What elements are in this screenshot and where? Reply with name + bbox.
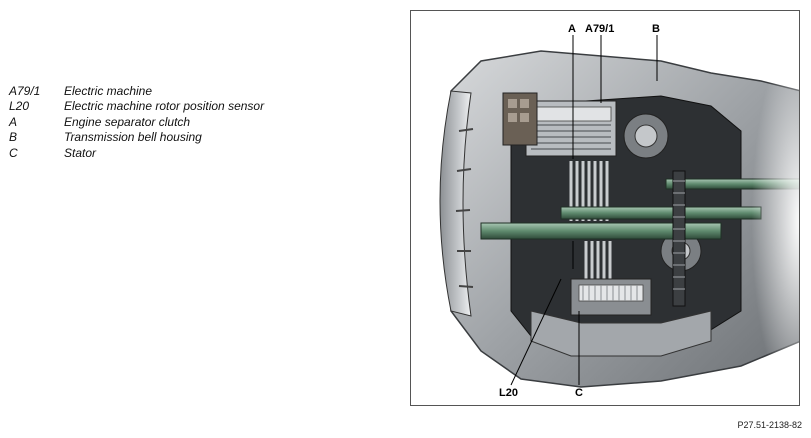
legend-row-a: A Engine separator clutch xyxy=(9,115,264,130)
legend-code: A xyxy=(9,114,18,129)
figure-id: P27.51-2138-82 xyxy=(737,420,802,430)
legend-row-c: C Stator xyxy=(9,146,264,161)
callout-l20: L20 xyxy=(499,387,518,399)
legend-description: Stator xyxy=(64,145,97,160)
transmission-cutaway-illustration xyxy=(439,35,799,391)
callout-a: A xyxy=(568,23,576,35)
legend-code: C xyxy=(9,145,18,160)
legend-row-l20: L20 Electric machine rotor position sens… xyxy=(9,99,264,114)
callout-a79-1: A79/1 xyxy=(585,23,615,35)
legend-code: A79/1 xyxy=(9,84,41,98)
legend: A79/1 Electric machine L20 Electric mach… xyxy=(9,84,264,161)
legend-description: Transmission bell housing xyxy=(64,130,202,145)
legend-code: L20 xyxy=(9,99,30,114)
transmission-cutaway-figure: A A79/1 B L20 C xyxy=(410,10,800,406)
legend-row-a79-1: A79/1 Electric machine xyxy=(9,84,264,99)
legend-description: Electric machine rotor position sensor xyxy=(64,99,265,114)
callout-b: B xyxy=(652,23,660,35)
legend-code: B xyxy=(9,130,18,145)
legend-description: Engine separator clutch xyxy=(64,114,191,129)
legend-row-b: B Transmission bell housing xyxy=(9,130,264,145)
legend-description: Electric machine xyxy=(64,84,153,98)
callout-c: C xyxy=(575,387,583,399)
